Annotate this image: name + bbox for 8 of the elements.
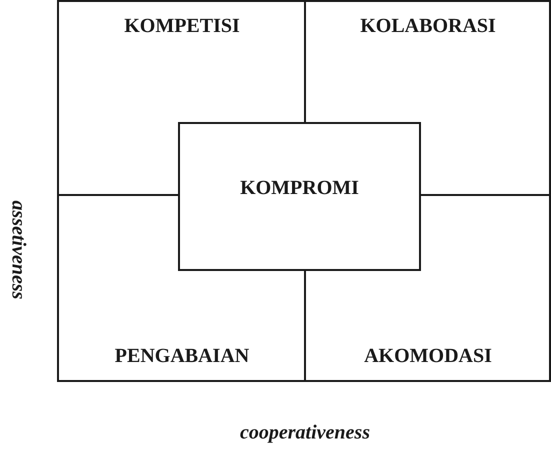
center-label: KOMPROMI (240, 177, 359, 200)
quadrant-label: PENGABAIAN (114, 345, 250, 368)
axis-label: assetiveness (6, 200, 30, 300)
center-box (178, 122, 421, 271)
quadrant-label: AKOMODASI (364, 345, 492, 368)
axis-label: cooperativeness (240, 422, 370, 444)
quadrant-label: KOMPETISI (124, 15, 240, 38)
quadrant-label: KOLABORASI (360, 15, 496, 38)
